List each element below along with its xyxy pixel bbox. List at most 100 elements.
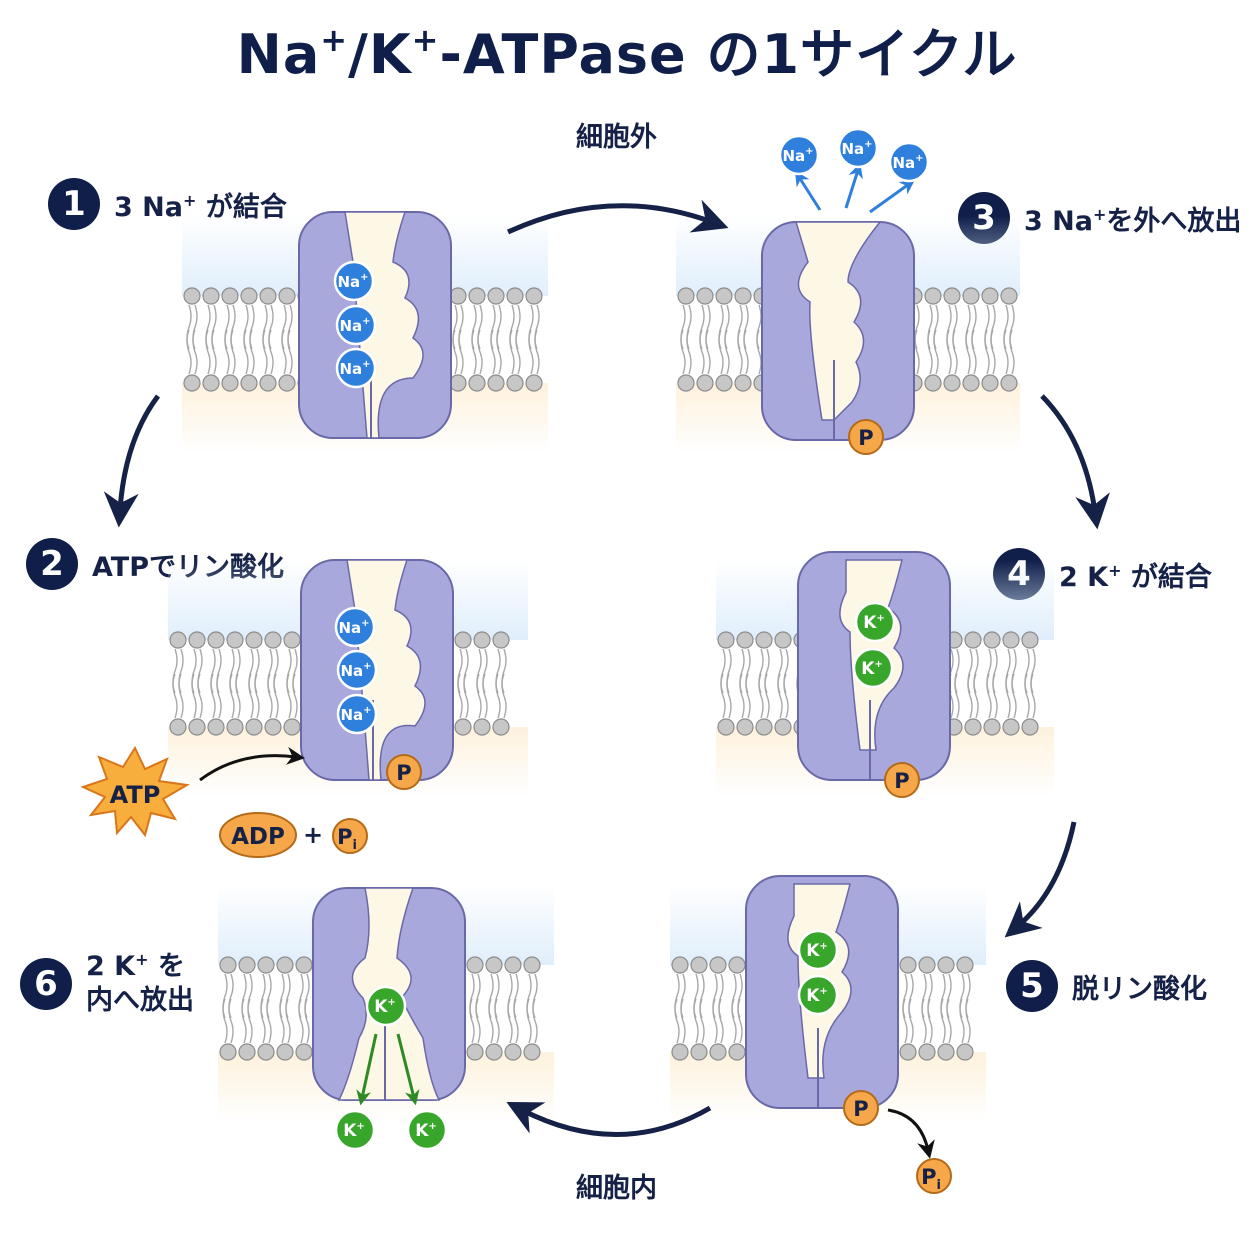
lipid-tail (921, 973, 933, 1019)
lipid-head (276, 956, 294, 974)
lipid-head (696, 374, 714, 392)
ion-charge: + (363, 661, 371, 672)
lipid-head (715, 287, 733, 305)
lipid-tail (495, 648, 507, 694)
phosphate-icon (843, 1090, 879, 1126)
lipid-tail (172, 673, 184, 719)
phosphate-panel-2: P (386, 754, 422, 790)
adp-label: ADP (231, 824, 285, 850)
step-1: 1 3 Na+ が結合 (48, 178, 287, 230)
lipid-tail (739, 648, 751, 694)
lipid-tail (1024, 648, 1036, 694)
lipid-head (487, 374, 505, 392)
k-ion-released: K+ (406, 1109, 448, 1151)
phosphate-panel-3: P (848, 419, 884, 455)
lipid-head (219, 1043, 237, 1061)
adp-plus: + (303, 821, 323, 849)
lipid-head (202, 287, 220, 305)
lipid-tail (921, 998, 933, 1044)
lipid-head (449, 287, 467, 305)
lipid-head (264, 631, 282, 649)
lipid-head (774, 631, 792, 649)
lipid-tail (469, 998, 481, 1044)
lipid-tail (241, 998, 253, 1044)
ion-charge: + (362, 359, 370, 370)
lipid-head (671, 1043, 689, 1061)
phosphate-subscript: i (936, 1178, 940, 1193)
lipid-head (918, 1043, 936, 1061)
lipid-tail (507, 973, 519, 1019)
atp-burst: ATP (80, 745, 190, 838)
sodium-ion-icon (333, 260, 375, 302)
lipid-head (962, 374, 980, 392)
lipid-head (485, 956, 503, 974)
ion-charge: + (819, 986, 827, 997)
lipid-head (276, 1043, 294, 1061)
lipid-tail (476, 648, 488, 694)
lipid-tail (720, 673, 732, 719)
sodium-ion-icon (335, 347, 377, 389)
lipid-tail (777, 648, 789, 694)
lipid-head (283, 718, 301, 736)
lipid-tail (965, 329, 977, 375)
lipid-head (937, 1043, 955, 1061)
lipid-head (690, 1043, 708, 1061)
region-label-inside: 細胞内 (576, 1173, 657, 1204)
lipid-head (492, 631, 510, 649)
lipid-head (1002, 631, 1020, 649)
lipid-head (677, 287, 695, 305)
lipid-tail (965, 304, 977, 350)
lipid-head (943, 287, 961, 305)
na-ion: Na+ (333, 260, 375, 302)
lipid-tail (495, 673, 507, 719)
lipid-tail (267, 648, 279, 694)
lipid-tail (739, 673, 751, 719)
pump-panel-3 (761, 221, 915, 441)
lipid-tail (777, 673, 789, 719)
lipid-tail (260, 998, 272, 1044)
lipid-head (709, 956, 727, 974)
lipid-tail (1005, 673, 1017, 719)
lipid-head (943, 374, 961, 392)
lipid-head (736, 631, 754, 649)
lipid-tail (737, 329, 749, 375)
phosphate-symbol: Pi (921, 1165, 941, 1193)
lipid-tail (731, 998, 743, 1044)
k-release-arrow (356, 1033, 378, 1106)
lipid-head (183, 374, 201, 392)
lipid-tail (674, 998, 686, 1044)
potassium-ion-icon (406, 1109, 448, 1151)
lipid-tail (229, 673, 241, 719)
lipid-head (183, 287, 201, 305)
lipid-tail (693, 973, 705, 1019)
cycle-arrow-4-to-5 (1004, 821, 1077, 938)
lipid-head (734, 374, 752, 392)
lipid-tail (984, 304, 996, 350)
lipid-head (956, 1043, 974, 1061)
sodium-ion-icon (336, 649, 378, 691)
lipid-tail (286, 673, 298, 719)
lipid-tail (712, 998, 724, 1044)
k-ion: K+ (852, 647, 894, 689)
lipid-head (899, 956, 917, 974)
step-6: 6 2 K+ を内へ放出 (20, 950, 194, 1018)
sodium-ion-icon (335, 304, 377, 346)
cycle-arrow-5-to-6 (506, 1102, 712, 1137)
lipid-head (454, 631, 472, 649)
na-ion: Na+ (334, 606, 376, 648)
phosphate-panel-4: P (884, 762, 920, 798)
lipid-head (956, 956, 974, 974)
lipid-tail (298, 998, 310, 1044)
lipid-head (221, 374, 239, 392)
lipid-head (981, 374, 999, 392)
na-ion-released: Na+ (888, 141, 930, 183)
lipid-tail (298, 973, 310, 1019)
lipid-tail (902, 998, 914, 1044)
lipid-tail (674, 973, 686, 1019)
lipid-tail (262, 329, 274, 375)
sodium-ion-icon (334, 606, 376, 648)
step-label: 2 K+ が結合 (1059, 560, 1212, 593)
lipid-tail (1005, 648, 1017, 694)
lipid-tail (281, 304, 293, 350)
